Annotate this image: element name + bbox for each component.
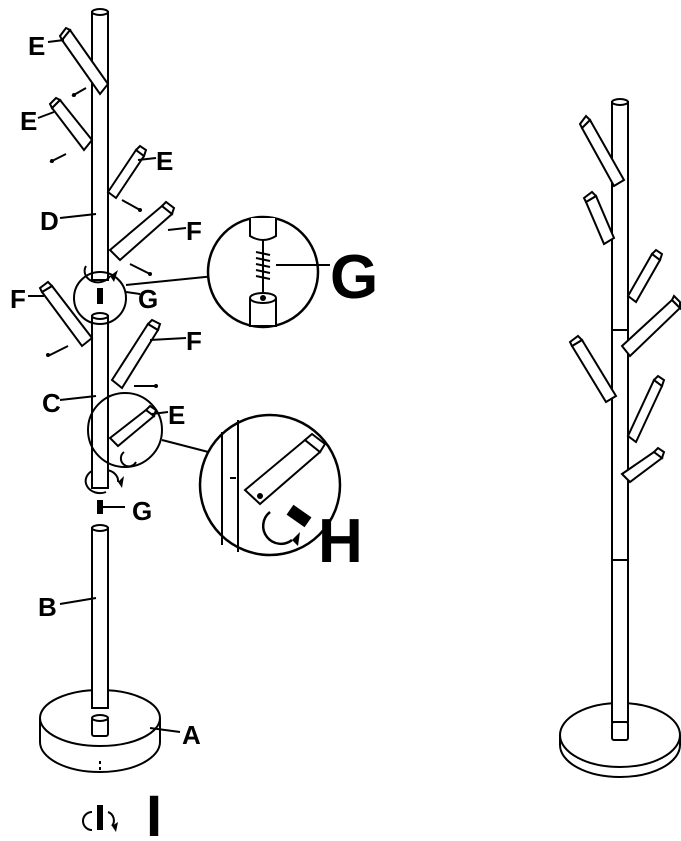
connector-upper bbox=[97, 288, 103, 304]
label-d: D bbox=[40, 206, 59, 236]
label-c: C bbox=[42, 388, 61, 418]
hook-e-right bbox=[106, 144, 148, 212]
label-f-3: F bbox=[186, 326, 202, 356]
hook-e-top bbox=[58, 26, 110, 97]
connector-lower bbox=[97, 500, 125, 514]
callout-connector bbox=[73, 265, 216, 325]
hook-f-lower-right bbox=[110, 318, 162, 390]
label-e-3: E bbox=[156, 146, 173, 176]
label-i-big: I bbox=[146, 784, 162, 841]
pole-part-b bbox=[91, 524, 109, 709]
exploded-view bbox=[38, 8, 221, 832]
label-f-2: F bbox=[10, 284, 26, 314]
assembled-view bbox=[559, 98, 681, 778]
label-h-big: H bbox=[318, 507, 363, 576]
assembled-pole bbox=[611, 98, 629, 723]
assembled-hooks bbox=[568, 114, 681, 484]
hook-e-left bbox=[48, 96, 94, 163]
part-labels: E E E D F F G F C E G B A G H I bbox=[10, 31, 378, 841]
label-e-1: E bbox=[28, 31, 45, 61]
label-e-4: E bbox=[168, 400, 185, 430]
pole-part-d bbox=[91, 8, 109, 281]
detail-h bbox=[198, 413, 342, 557]
label-e-2: E bbox=[20, 106, 37, 136]
label-g-small-2: G bbox=[132, 496, 152, 526]
hook-f-left bbox=[38, 280, 94, 357]
detail-g bbox=[206, 215, 330, 329]
label-g-big: G bbox=[330, 243, 378, 312]
label-b: B bbox=[38, 592, 57, 622]
label-a: A bbox=[182, 720, 201, 750]
leader-lines bbox=[28, 39, 187, 733]
screw-part-i bbox=[82, 805, 118, 832]
label-g-small-1: G bbox=[138, 284, 158, 314]
hook-f-upper-right bbox=[108, 200, 176, 276]
label-f-1: F bbox=[186, 216, 202, 246]
assembled-base bbox=[559, 702, 681, 778]
